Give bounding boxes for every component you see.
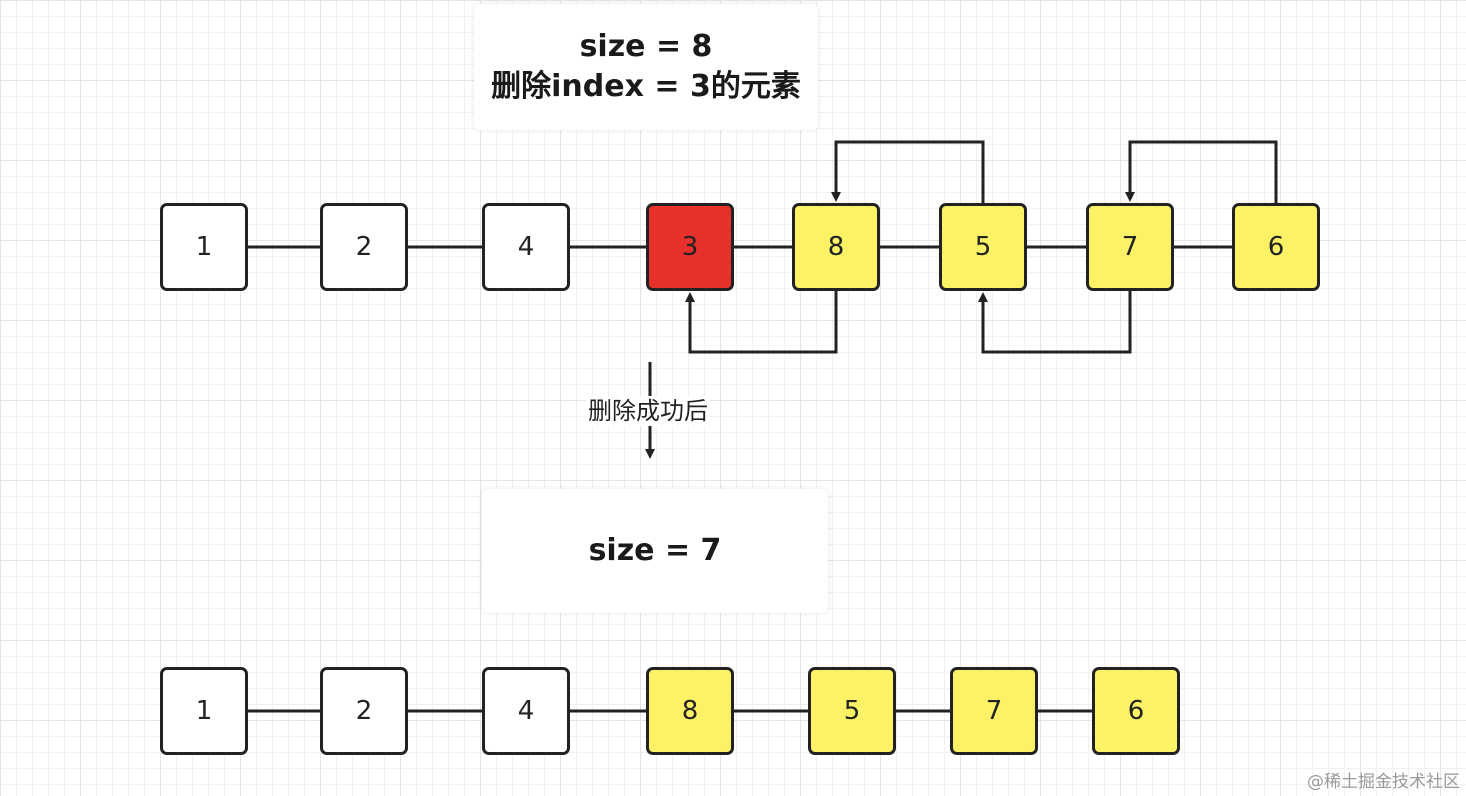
top-node-1: 1 [160,203,248,291]
top-size-text: size = 8 [579,29,713,64]
top-size-card: size = 8 删除index = 3的元素 [474,4,818,130]
bottom-node-6: 6 [1092,667,1180,755]
bottom-node-4: 4 [482,667,570,755]
top-node-4: 4 [482,203,570,291]
shift-arrow-5 [831,140,985,203]
top-node-2: 2 [320,203,408,291]
shift-arrow-6 [1125,140,1278,203]
bottom-size-text: size = 7 [588,533,722,568]
bottom-node-8: 8 [646,667,734,755]
bottom-node-7: 7 [950,667,1038,755]
bottom-node-5: 5 [808,667,896,755]
watermark: @稀土掘金技术社区 [1307,772,1460,792]
top-node-8: 8 [792,203,880,291]
top-node-7: 7 [1086,203,1174,291]
transition-label: 删除成功后 [586,396,710,426]
shift-arrow-7 [978,291,1132,354]
shift-arrows [685,140,1278,354]
bottom-node-2: 2 [320,667,408,755]
delete-index-text: 删除index = 3的元素 [491,69,801,104]
bottom-size-card: size = 7 [482,489,828,613]
top-node-6: 6 [1232,203,1320,291]
top-node-3: 3 [646,203,734,291]
bottom-node-1: 1 [160,667,248,755]
top-node-5: 5 [939,203,1027,291]
shift-arrow-8 [685,291,838,354]
